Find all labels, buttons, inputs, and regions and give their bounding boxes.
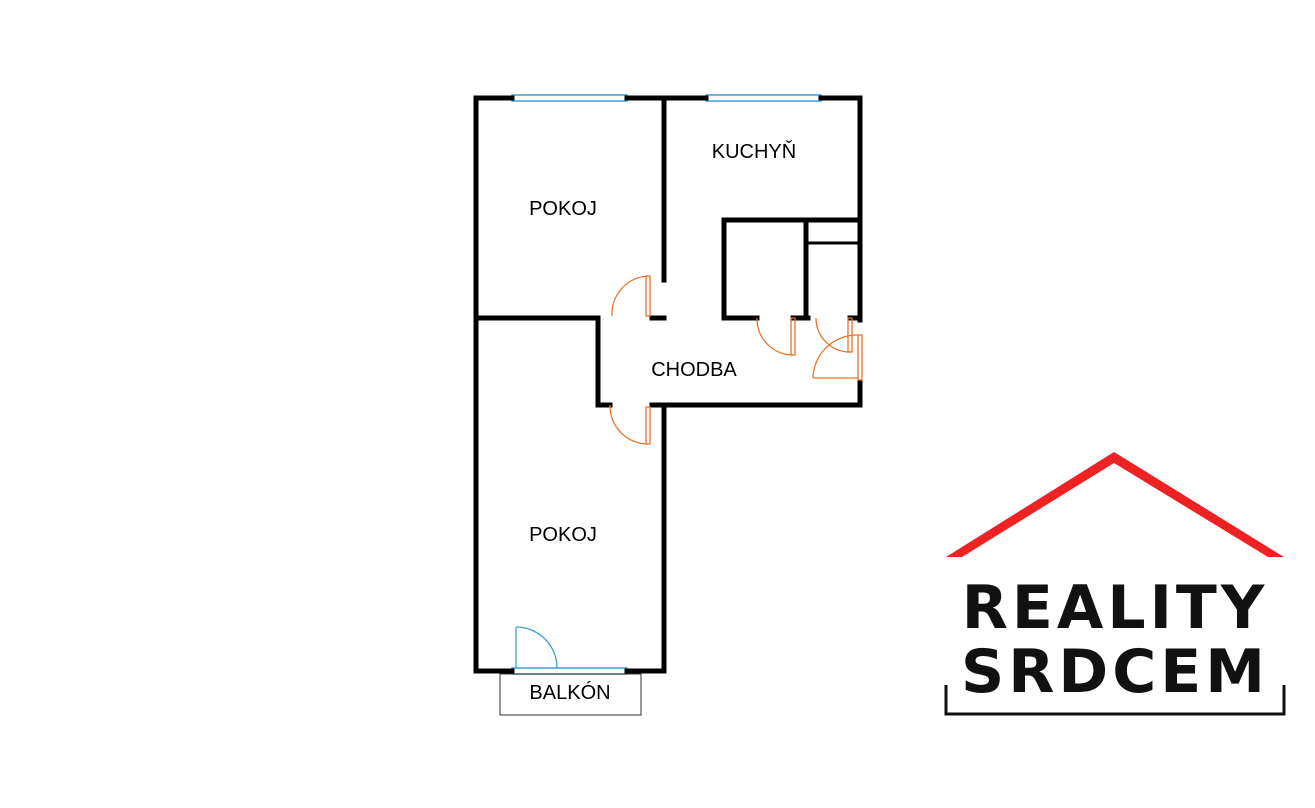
door-balcony — [515, 626, 558, 669]
logo-underline — [944, 685, 1286, 716]
window-kitchen — [705, 94, 822, 102]
label-hallway: CHODBA — [651, 359, 737, 381]
window-room-top — [511, 94, 628, 102]
door-wc — [815, 317, 853, 353]
label-room-bottom: POKOJ — [529, 524, 597, 546]
door-entrance — [812, 334, 863, 381]
door-bathroom — [756, 317, 796, 356]
walls — [473, 95, 863, 674]
door-room-top — [611, 275, 651, 317]
label-balcony: BALKÓN — [529, 681, 610, 704]
door-room-bottom — [609, 404, 651, 445]
logo-line2: SRDCEM — [961, 637, 1269, 707]
label-room-top: POKOJ — [529, 198, 597, 220]
doors — [609, 275, 863, 445]
logo-line1: REALITY — [962, 573, 1269, 643]
window-balcony — [511, 667, 628, 675]
reality-srdcem-logo: REALITY SRDCEM — [944, 452, 1286, 716]
balcony-outline — [499, 673, 642, 716]
label-kitchen: KUCHYŇ — [712, 140, 796, 163]
logo-roof-icon — [946, 452, 1284, 557]
